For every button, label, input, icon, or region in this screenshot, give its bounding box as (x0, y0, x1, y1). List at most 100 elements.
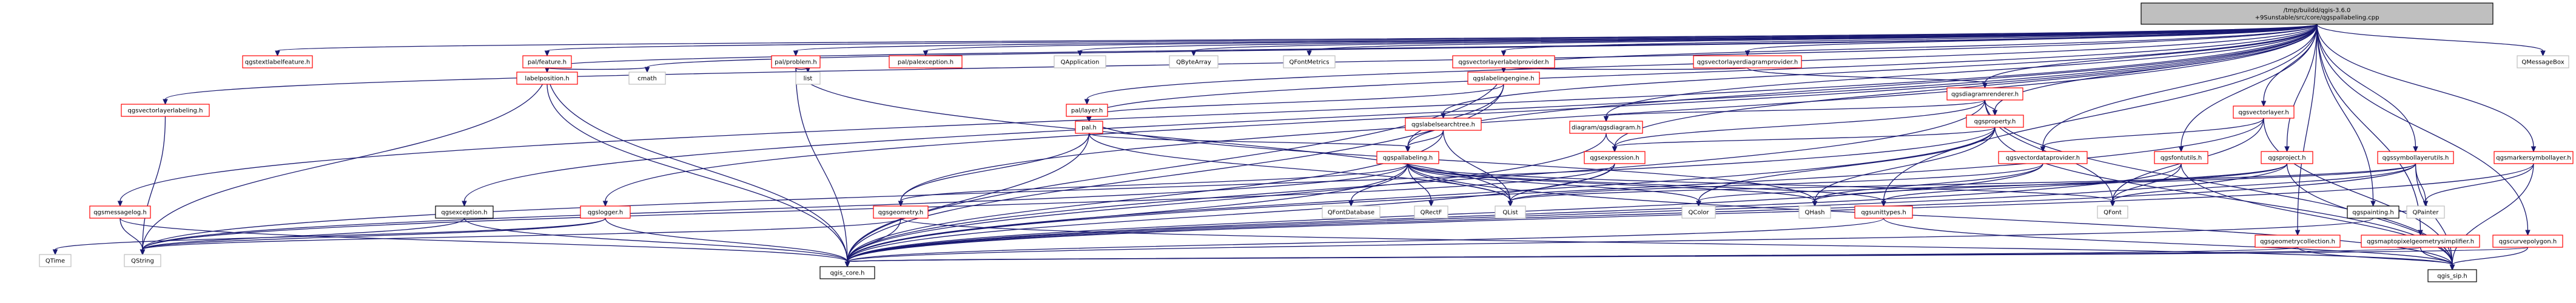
node-label: QColor (1689, 210, 1710, 216)
node-markersymbollayer[interactable]: qgsmarkersymbollayer.h (2494, 151, 2574, 164)
node-label: QApplication (1061, 59, 1100, 66)
edge-root-to-exception (462, 24, 2318, 207)
node-box (124, 254, 161, 267)
node-box (121, 104, 210, 117)
node-qmessagebox: QMessageBox (2517, 55, 2569, 68)
node-box (2141, 2, 2494, 25)
node-qtime: QTime (39, 254, 72, 267)
node-box (889, 55, 963, 68)
node-box (1452, 55, 1555, 68)
node-labelsearchtree[interactable]: qgslabelsearchtree.h (1405, 118, 1482, 131)
node-sip[interactable]: qgis_sip.h (2427, 269, 2477, 282)
node-box (2261, 151, 2313, 164)
node-label: QList (1502, 210, 1518, 216)
node-box (522, 55, 572, 68)
node-label: QMessageBox (2521, 59, 2564, 66)
node-diagram[interactable]: diagram/qgsdiagram.h (1569, 121, 1643, 134)
node-box (1075, 121, 1103, 134)
node-pal[interactable]: pal.h (1075, 121, 1103, 134)
node-vlp[interactable]: qgsvectorlayerlabelprovider.h (1452, 55, 1555, 68)
edge-palproblem-to-qlist (795, 67, 1513, 207)
node-palproblem[interactable]: pal/problem.h (771, 55, 821, 68)
node-vllabeling[interactable]: qgsvectorlayerlabeling.h (121, 104, 210, 117)
node-label: qgsfontutils.h (2161, 155, 2202, 162)
edge-root-to-vldp (1744, 24, 2318, 57)
node-exception[interactable]: qgsexception.h (435, 205, 494, 219)
node-box (1405, 118, 1482, 131)
node-geomcollection[interactable]: qgsgeometrycollection.h (2255, 235, 2341, 248)
node-box (1946, 87, 2023, 101)
edge-exception-to-core (463, 218, 850, 268)
node-label: qgsvectorlayerlabeling.h (128, 108, 203, 115)
node-logger[interactable]: qgslogger.h (580, 205, 631, 219)
edge-curvepolygon-to-core (844, 247, 2529, 268)
node-label: QHash (1804, 210, 1824, 216)
node-box (1854, 205, 1913, 219)
edge-root-to-messagelog (117, 24, 2318, 207)
node-fontutils[interactable]: qgsfontutils.h (2154, 151, 2208, 164)
node-label: qgis_core.h (830, 270, 865, 277)
node-label: pal.h (1081, 125, 1097, 132)
node-label: +9Sunstable/src/core/qgspallabeling.cpp (2255, 15, 2379, 21)
node-label: qgscurvepolygon.h (2499, 239, 2557, 245)
node-label: qgsunittypes.h (1861, 210, 1906, 216)
edges-layer (52, 24, 2546, 271)
node-label: qgis_sip.h (2437, 273, 2467, 280)
node-box (1376, 151, 1439, 164)
edge-root-to-curvepolygon (2316, 24, 2531, 236)
node-box (2154, 151, 2208, 164)
node-expression[interactable]: qgsexpression.h (1584, 151, 1646, 164)
node-vldp[interactable]: qgsvectorlayerdiagramprovider.h (1693, 55, 1802, 68)
edge-pallabeling-to-qfontdatabase (1348, 163, 1408, 207)
node-label: /tmp/buildd/qgis-3.6.0 (2284, 7, 2351, 14)
node-curvepolygon[interactable]: qgscurvepolygon.h (2492, 235, 2563, 248)
node-label: pal/palexception.h (898, 59, 953, 66)
node-vectorlayer[interactable]: qgsvectorlayer.h (2233, 105, 2295, 119)
edge-root-to-qfontmetrics (1306, 24, 2318, 57)
edge-pal-to-core (844, 133, 1090, 268)
edge-symbollayerutils-to-qlist (1507, 163, 2416, 207)
edge-diagramrenderer-to-diagram (1603, 99, 1986, 122)
node-vdp[interactable]: qgsvectordataprovider.h (1998, 151, 2088, 164)
node-labelposition[interactable]: labelposition.h (516, 72, 578, 85)
edge-vldp-to-diagramrenderer (1747, 67, 1988, 89)
node-labelingengine[interactable]: qgslabelingengine.h (1467, 72, 1540, 85)
node-box (2492, 235, 2563, 248)
node-label: qgsdiagramrenderer.h (1951, 92, 2019, 98)
node-textlabelfeature[interactable]: qgstextlabelfeature.h (242, 55, 313, 68)
node-root[interactable]: /tmp/buildd/qgis-3.6.0+9Sunstable/src/co… (2141, 2, 2494, 25)
node-messagelog[interactable]: qgsmessagelog.h (89, 205, 151, 219)
edge-vllabeling-to-qstring (140, 116, 166, 256)
edge-pallabeling-to-qrectf (1407, 163, 1434, 207)
node-symbollayerutils[interactable]: qgssymbollayerutils.h (2377, 151, 2454, 164)
node-box (2494, 151, 2574, 164)
edge-palproblem-to-core (795, 67, 850, 268)
node-qfontdatabase: QFontDatabase (1322, 205, 1380, 219)
node-pallayer[interactable]: pal/layer.h (1066, 104, 1108, 117)
node-label: QFontMetrics (1290, 59, 1330, 66)
node-project[interactable]: qgsproject.h (2261, 151, 2313, 164)
node-unittypes[interactable]: qgsunittypes.h (1854, 205, 1913, 219)
edge-root-to-textlabelfeature (275, 24, 2318, 57)
node-label: qgsexception.h (441, 210, 487, 216)
node-painting[interactable]: qgspainting.h (2347, 205, 2399, 219)
node-qfontmetrics: QFontMetrics (1283, 55, 1336, 68)
node-qfont: QFont (2097, 205, 2128, 219)
edge-vectorlayer-to-vdp (2040, 118, 2264, 153)
node-geometry[interactable]: qgsgeometry.h (873, 205, 929, 219)
edge-root-to-qmessagebox (2316, 24, 2546, 57)
edge-pallabeling-to-qstring (140, 163, 1408, 256)
node-palfeature[interactable]: pal/feature.h (522, 55, 572, 68)
node-property[interactable]: qgsproperty.h (1966, 115, 2024, 128)
edge-messagelog-to-qstring (119, 218, 146, 256)
node-palexception[interactable]: pal/palexception.h (889, 55, 963, 68)
node-label: qgsmarkersymbollayer.h (2496, 155, 2571, 162)
node-core[interactable]: qgis_core.h (819, 266, 875, 279)
edge-logger-to-qtime (52, 218, 606, 256)
node-pallabeling[interactable]: qgspallabeling.h (1376, 151, 1439, 164)
edge-vectorlayer-to-core (844, 118, 2264, 268)
edge-root-to-project (2284, 24, 2318, 153)
node-maptopixel[interactable]: qgsmaptopixelgeometrysimplifier.h (2361, 235, 2480, 248)
node-diagramrenderer[interactable]: qgsdiagramrenderer.h (1946, 87, 2023, 101)
node-qbytearray: QByteArray (1169, 55, 1219, 68)
